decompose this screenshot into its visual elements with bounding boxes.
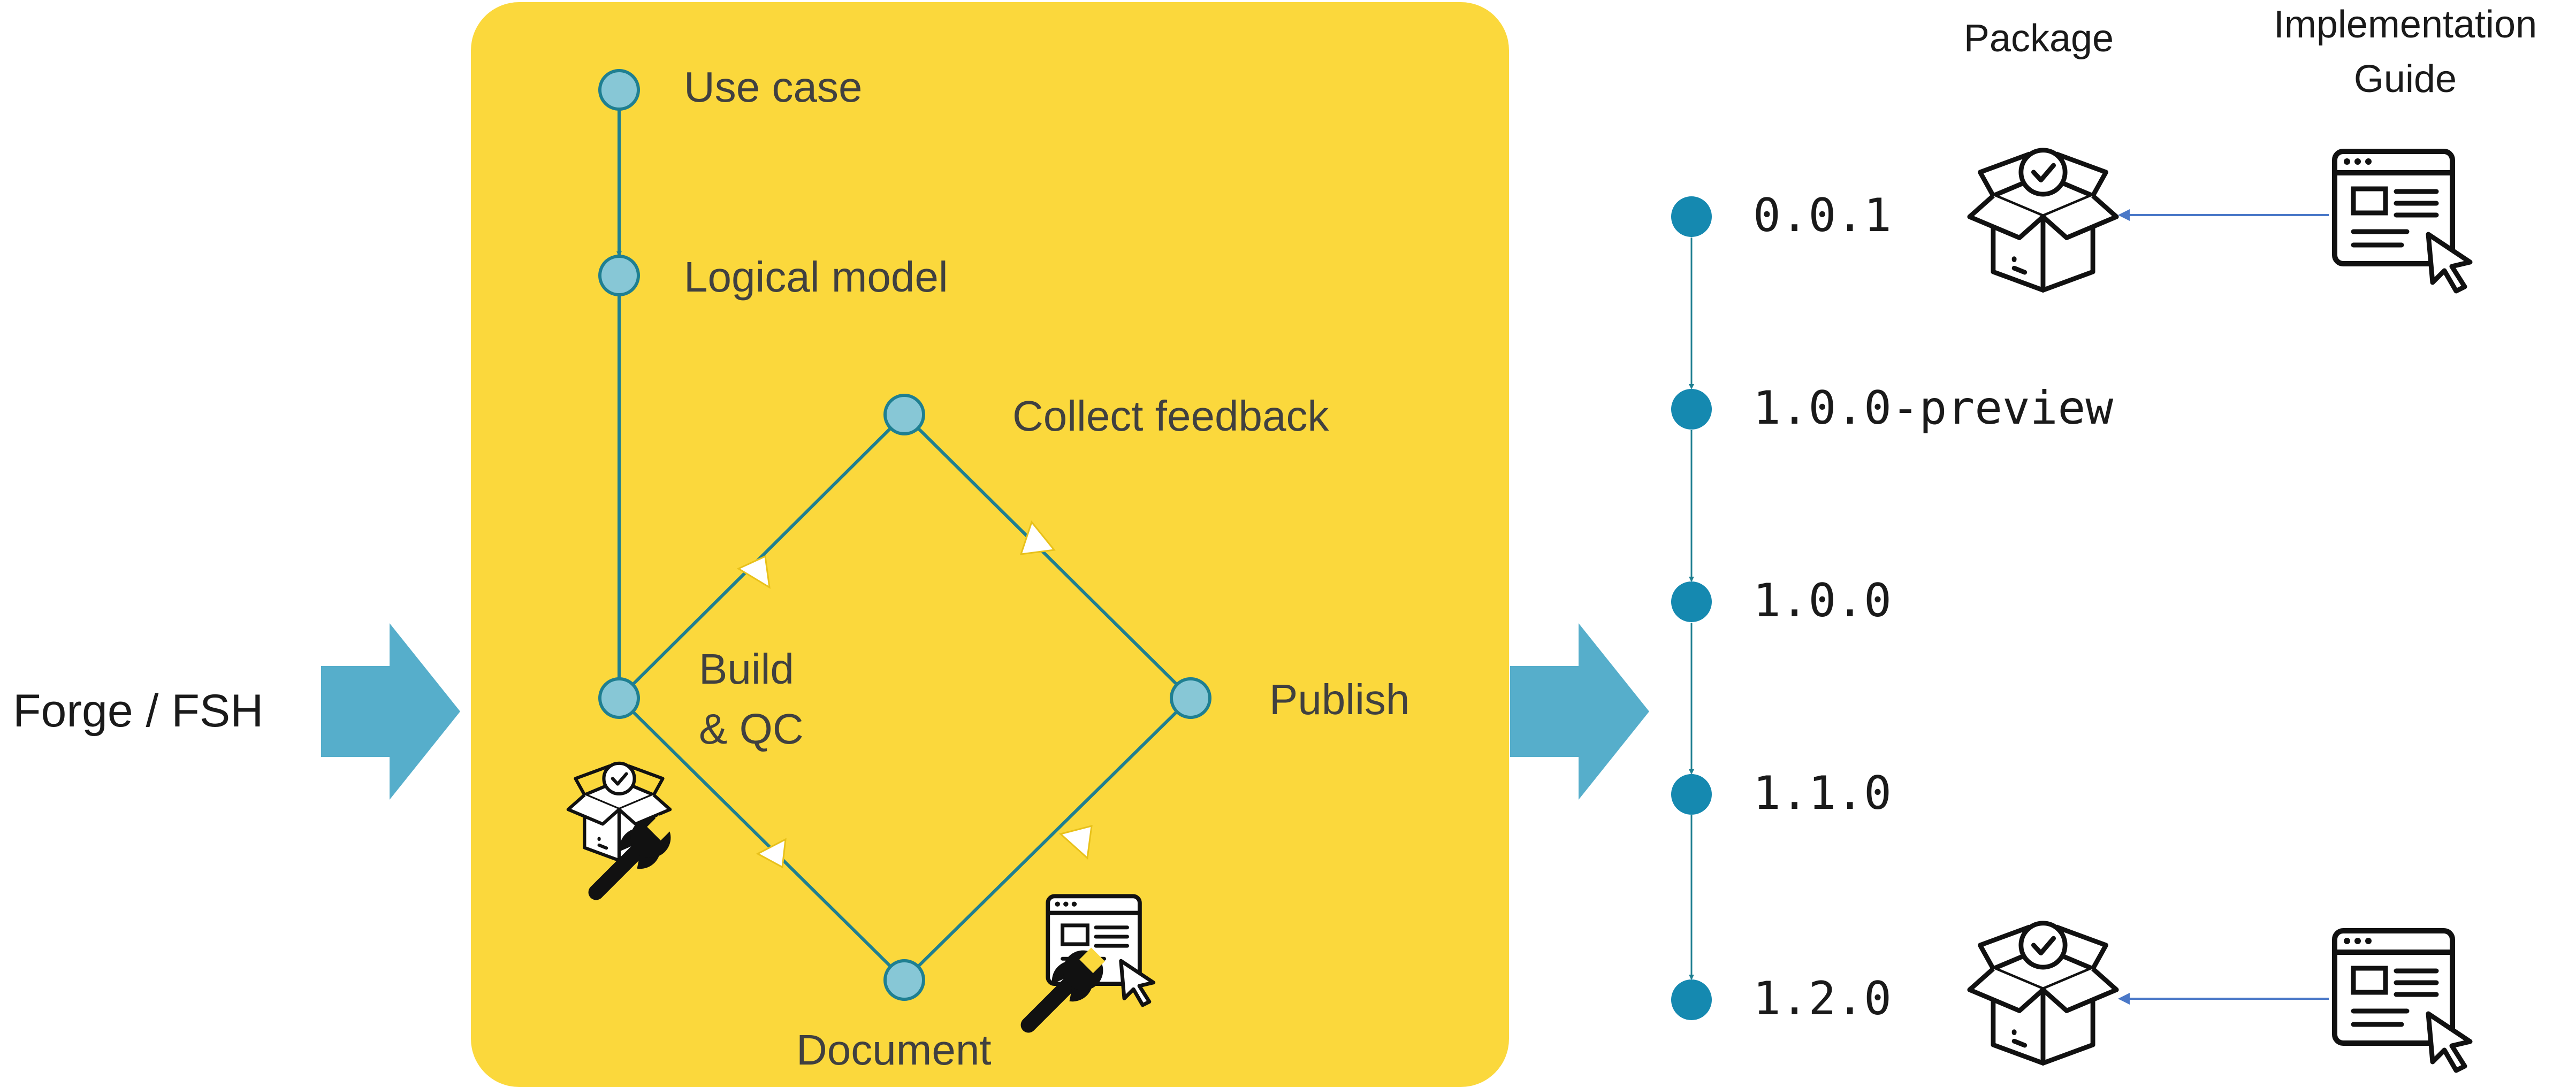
node-document (883, 959, 925, 1001)
version-dot (1671, 979, 1712, 1020)
column-header-ig-line2: Guide (2354, 58, 2457, 101)
node-collect-feedback (883, 394, 925, 435)
step-use-case: Use case (684, 63, 862, 111)
loop-arrow-build-to-document (756, 838, 787, 869)
step-collect-feedback: Collect feedback (1012, 392, 1329, 440)
version-dot (1671, 389, 1712, 430)
column-header-ig-line1: Implementation (2274, 3, 2537, 46)
version-timeline: 0.0.1 1.0.0-preview 1.0.0 1.1.0 1.2.0 (1671, 189, 2113, 1025)
workflow-panel (471, 2, 1509, 1087)
webpage-cursor-icon (2335, 931, 2470, 1070)
node-publish (1170, 677, 1211, 719)
version-dot (1671, 196, 1712, 237)
node-build-qc (598, 677, 640, 719)
loop-arrow-document-to-publish (1058, 824, 1093, 860)
step-document: Document (796, 1026, 992, 1074)
input-arrow (321, 623, 460, 800)
input-label: Forge / FSH (13, 685, 263, 737)
loop-arrow-publish-to-feedback (1019, 520, 1056, 555)
step-logical-model: Logical model (684, 253, 948, 301)
column-header-package: Package (1964, 17, 2114, 60)
version-label: 0.0.1 (1753, 189, 1892, 242)
node-logical-model (598, 255, 640, 296)
step-build-line1: Build (699, 645, 794, 693)
node-use-case (598, 69, 640, 111)
version-dot (1671, 581, 1712, 622)
output-arrow (1510, 623, 1649, 800)
version-dot (1671, 774, 1712, 815)
version-label: 1.0.0-preview (1753, 381, 2113, 435)
package-check-icon (1970, 150, 2116, 290)
webpage-cursor-icon (2335, 151, 2470, 291)
version-label: 1.0.0 (1753, 574, 1892, 627)
version-label: 1.1.0 (1753, 767, 1892, 820)
step-build-line2: & QC (699, 705, 804, 753)
version-label: 1.2.0 (1753, 972, 1892, 1025)
package-check-icon (1970, 923, 2116, 1063)
step-publish: Publish (1269, 676, 1409, 723)
loop-arrow-feedback-to-build (736, 555, 771, 589)
